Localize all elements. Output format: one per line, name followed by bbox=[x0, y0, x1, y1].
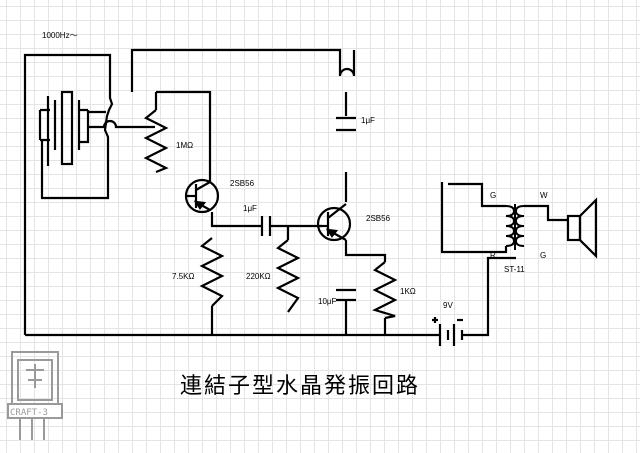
wire-xfmr-in bbox=[448, 182, 506, 208]
label-r2: 7.5KΩ bbox=[172, 272, 194, 281]
transistor-q2 bbox=[316, 203, 352, 242]
speaker bbox=[566, 197, 598, 259]
wire-secondary bbox=[524, 204, 568, 222]
label-r4: 1KΩ bbox=[400, 287, 416, 296]
label-q1: 2SB56 bbox=[230, 179, 255, 188]
transformer-st11 bbox=[505, 204, 525, 250]
wires bbox=[23, 48, 568, 337]
diagram-title: 連結子型水晶発振回路 bbox=[179, 374, 420, 399]
wire-outer-loop bbox=[23, 53, 114, 335]
label-r3: 220KΩ bbox=[246, 272, 271, 281]
wire-xfmr-primary-top bbox=[440, 182, 508, 254]
label-pin-r: R bbox=[490, 251, 496, 260]
resistors bbox=[143, 109, 398, 320]
craft-logo: CRAFT-3 bbox=[7, 351, 63, 440]
wire-q2-emitter bbox=[344, 240, 387, 262]
wire-top-loop bbox=[130, 48, 356, 92]
wire-crystal-base bbox=[88, 119, 155, 129]
label-r1: 1MΩ bbox=[176, 141, 193, 150]
resistor-r3 bbox=[275, 239, 301, 313]
battery-9v bbox=[432, 317, 464, 346]
labels: 1000Hz～ 1MΩ 2SB56 1μF 1μF 2SB56 7.5KΩ 22… bbox=[42, 31, 548, 310]
capacitor-c2 bbox=[336, 116, 356, 132]
label-c3: 10μF bbox=[318, 297, 337, 306]
label-q2: 2SB56 bbox=[366, 214, 391, 223]
wire-battery-return bbox=[462, 256, 516, 337]
label-transformer: ST-11 bbox=[504, 265, 525, 274]
wire-top-supply bbox=[156, 90, 212, 182]
label-c1: 1μF bbox=[243, 204, 257, 213]
label-battery: 9V bbox=[443, 301, 453, 310]
logo-text: CRAFT-3 bbox=[10, 408, 48, 418]
label-c2: 1μF bbox=[361, 116, 375, 125]
capacitor-c1 bbox=[260, 216, 272, 236]
capacitor-c3 bbox=[336, 288, 356, 302]
transistor-q1 bbox=[184, 178, 220, 214]
resistor-r4 bbox=[372, 261, 398, 320]
label-pin-g2: G bbox=[540, 251, 546, 260]
resistor-r2 bbox=[199, 237, 225, 307]
label-frequency: 1000Hz～ bbox=[42, 31, 78, 40]
label-pin-w: W bbox=[540, 191, 548, 200]
capacitors bbox=[260, 116, 356, 302]
wire-q1-emitter bbox=[210, 212, 262, 228]
resistor-r1 bbox=[143, 109, 169, 174]
crystal-symbol bbox=[46, 90, 81, 166]
label-pin-g1: G bbox=[490, 191, 496, 200]
